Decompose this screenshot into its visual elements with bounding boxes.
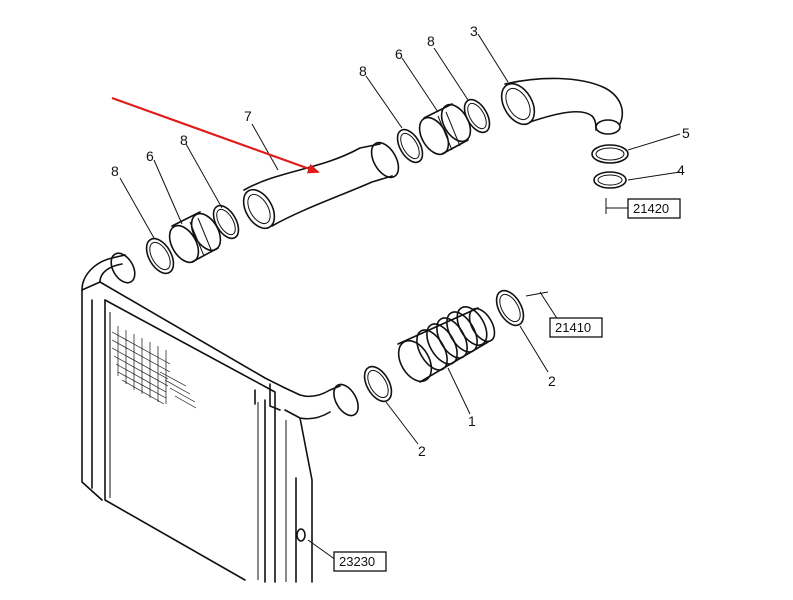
callout-6-left: 6 <box>146 148 154 164</box>
callout-6-right: 6 <box>395 46 403 62</box>
ref-21410-label: 21410 <box>555 320 591 335</box>
intercooler-radiator <box>81 252 359 583</box>
callout-8-right: 8 <box>427 33 435 49</box>
callout-8-mid: 8 <box>359 63 367 79</box>
upper-coupling-sleeve-right <box>418 103 472 156</box>
callout-5: 5 <box>682 125 690 141</box>
callout-2-right: 2 <box>548 373 556 389</box>
leader-lines <box>119 33 681 561</box>
callout-2-left: 2 <box>418 443 426 459</box>
upper-clamp-ring-right <box>463 98 491 134</box>
seal-ring-4 <box>593 171 627 189</box>
callout-1: 1 <box>468 413 476 429</box>
callout-7: 7 <box>244 108 252 124</box>
seal-ring-5 <box>591 144 629 164</box>
ref-box-21420: 21420 <box>627 198 681 219</box>
upper-clamp-ring-left-2 <box>212 204 240 240</box>
ref-23230-label: 23230 <box>339 554 375 569</box>
radiator-core-mesh <box>111 326 197 409</box>
lower-clamp-ring-right <box>495 289 525 327</box>
red-pointer-arrow <box>111 96 320 174</box>
bellows-hose <box>397 306 496 383</box>
elbow-pipe-3 <box>500 77 624 135</box>
upper-clamp-ring-mid <box>396 128 424 164</box>
ref-box-21410: 21410 <box>549 317 603 338</box>
lower-clamp-ring-left <box>363 365 393 403</box>
callout-4: 4 <box>677 162 685 178</box>
callout-8-left: 8 <box>111 163 119 179</box>
callout-3: 3 <box>470 23 478 39</box>
callout-8-left-2: 8 <box>180 132 188 148</box>
upper-clamp-ring-left <box>145 237 175 275</box>
ref-box-23230: 23230 <box>333 551 387 572</box>
ref-21420-label: 21420 <box>633 201 669 216</box>
